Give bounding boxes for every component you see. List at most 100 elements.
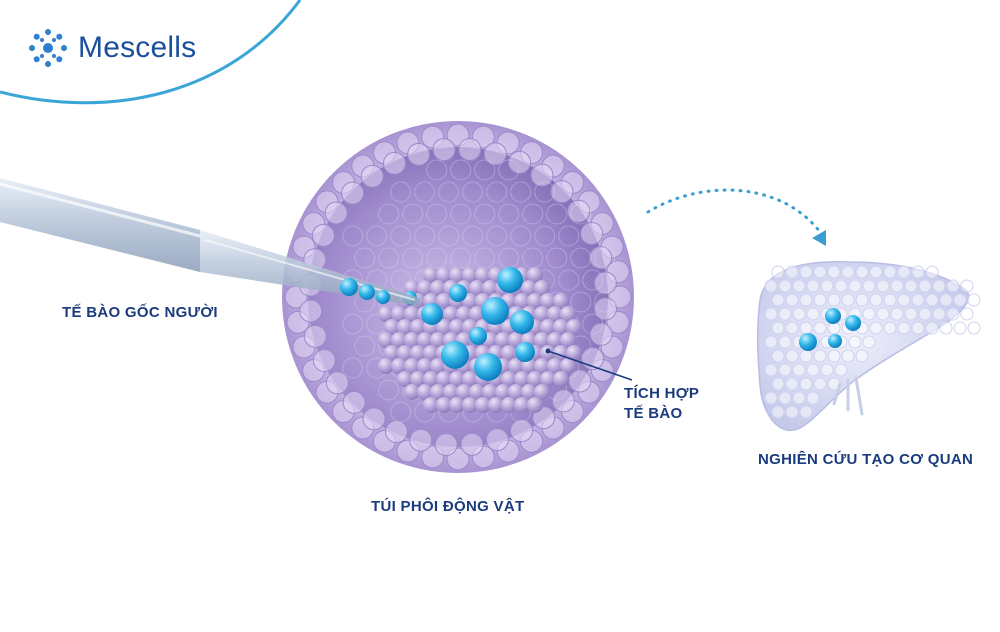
icm-cell — [474, 397, 491, 413]
liver-cell — [869, 321, 883, 335]
liver-cell — [813, 349, 827, 363]
icm-cell — [403, 332, 420, 348]
liver-cell — [785, 321, 799, 335]
integrated-stem-cell — [515, 342, 535, 362]
icm-cell — [403, 306, 420, 322]
icm-cell — [377, 306, 394, 322]
icm-cell — [455, 384, 472, 400]
icm-cell — [526, 267, 543, 283]
liver-cell — [904, 279, 918, 293]
icm-cell — [435, 267, 452, 283]
shell-cell — [299, 299, 323, 323]
icm-cell — [435, 371, 452, 387]
icm-cell — [513, 397, 530, 413]
shell-cell — [409, 428, 433, 452]
cavity-cell — [426, 247, 448, 269]
icm-cell — [494, 332, 511, 348]
cavity-cell — [462, 225, 484, 247]
icm-cell — [520, 280, 537, 296]
shell-cell — [432, 138, 456, 162]
liver-cell — [792, 279, 806, 293]
shell-cell — [594, 297, 618, 321]
label-cell-integration: TÍCH HỢP TẾ BÀO — [624, 384, 699, 424]
liver-cell — [897, 293, 911, 307]
cavity-cell — [570, 203, 592, 225]
icm-cell — [396, 371, 413, 387]
icm-cell — [455, 306, 472, 322]
liver-cell — [967, 293, 981, 307]
icm-cell — [422, 397, 439, 413]
liver-cell — [785, 265, 799, 279]
icm-cell — [565, 319, 582, 335]
cavity-cell — [582, 313, 604, 335]
brand-logo[interactable]: Mescells — [26, 26, 196, 70]
cavity-cell — [390, 225, 412, 247]
icm-cell — [429, 384, 446, 400]
liver-cell — [876, 279, 890, 293]
shell-cell — [589, 322, 613, 346]
liver-cell — [813, 321, 827, 335]
liver-cell — [946, 279, 960, 293]
cavity-cell — [594, 291, 616, 313]
liver-icon — [756, 261, 981, 431]
liver-cell — [827, 349, 841, 363]
icm-cell — [526, 371, 543, 387]
integrated-stem-cell — [441, 341, 469, 369]
dotted-arrow-icon — [646, 188, 826, 246]
icm-cell — [396, 345, 413, 361]
cavity-cell — [498, 159, 520, 181]
liver-cell-texture — [764, 265, 981, 419]
liver-cell — [841, 265, 855, 279]
icm-cell — [468, 306, 485, 322]
integrated-stem-cell — [510, 310, 534, 334]
icm-cell — [442, 384, 459, 400]
shell-cell — [342, 390, 366, 414]
liver-cell — [764, 307, 778, 321]
cavity-cell — [474, 203, 496, 225]
shell-cell — [460, 432, 484, 456]
shell-cell — [303, 324, 327, 348]
icm-cell — [546, 358, 563, 374]
liver-cell — [792, 363, 806, 377]
icm-cell — [435, 397, 452, 413]
cavity-cell — [462, 181, 484, 203]
liver-cell — [841, 349, 855, 363]
liver-cell — [827, 293, 841, 307]
icm-cell — [559, 332, 576, 348]
icm-cell — [500, 345, 517, 361]
liver-cell — [785, 293, 799, 307]
liver-cell — [771, 405, 785, 419]
icm-cell — [403, 384, 420, 400]
icm-cell — [442, 306, 459, 322]
icm-cell — [422, 345, 439, 361]
liver-cell — [911, 265, 925, 279]
liver-cell — [778, 363, 792, 377]
liver-cell — [827, 265, 841, 279]
icm-cell — [481, 384, 498, 400]
icm-cell — [461, 397, 478, 413]
liver-cell — [939, 321, 953, 335]
cavity-cell — [486, 181, 508, 203]
integrated-stem-cell — [474, 353, 502, 381]
liver-cell — [799, 265, 813, 279]
icm-cell — [448, 371, 465, 387]
cavity-cell — [342, 225, 364, 247]
icm-cell — [507, 384, 524, 400]
liver-cell — [904, 307, 918, 321]
liver-cell — [932, 279, 946, 293]
liver-cell — [820, 279, 834, 293]
icm-cell — [533, 332, 550, 348]
liver-cell — [855, 293, 869, 307]
icm-cell — [546, 332, 563, 348]
icm-cell — [526, 397, 543, 413]
cavity-cell — [558, 269, 580, 291]
icm-cell — [539, 319, 556, 335]
cavity-cell — [438, 225, 460, 247]
icm-cell — [429, 332, 446, 348]
cavity-cell — [390, 269, 412, 291]
liver-cell — [778, 391, 792, 405]
liver-cell — [785, 405, 799, 419]
shell-cell — [458, 137, 482, 161]
cavity-cell — [378, 203, 400, 225]
icm-cell — [461, 267, 478, 283]
